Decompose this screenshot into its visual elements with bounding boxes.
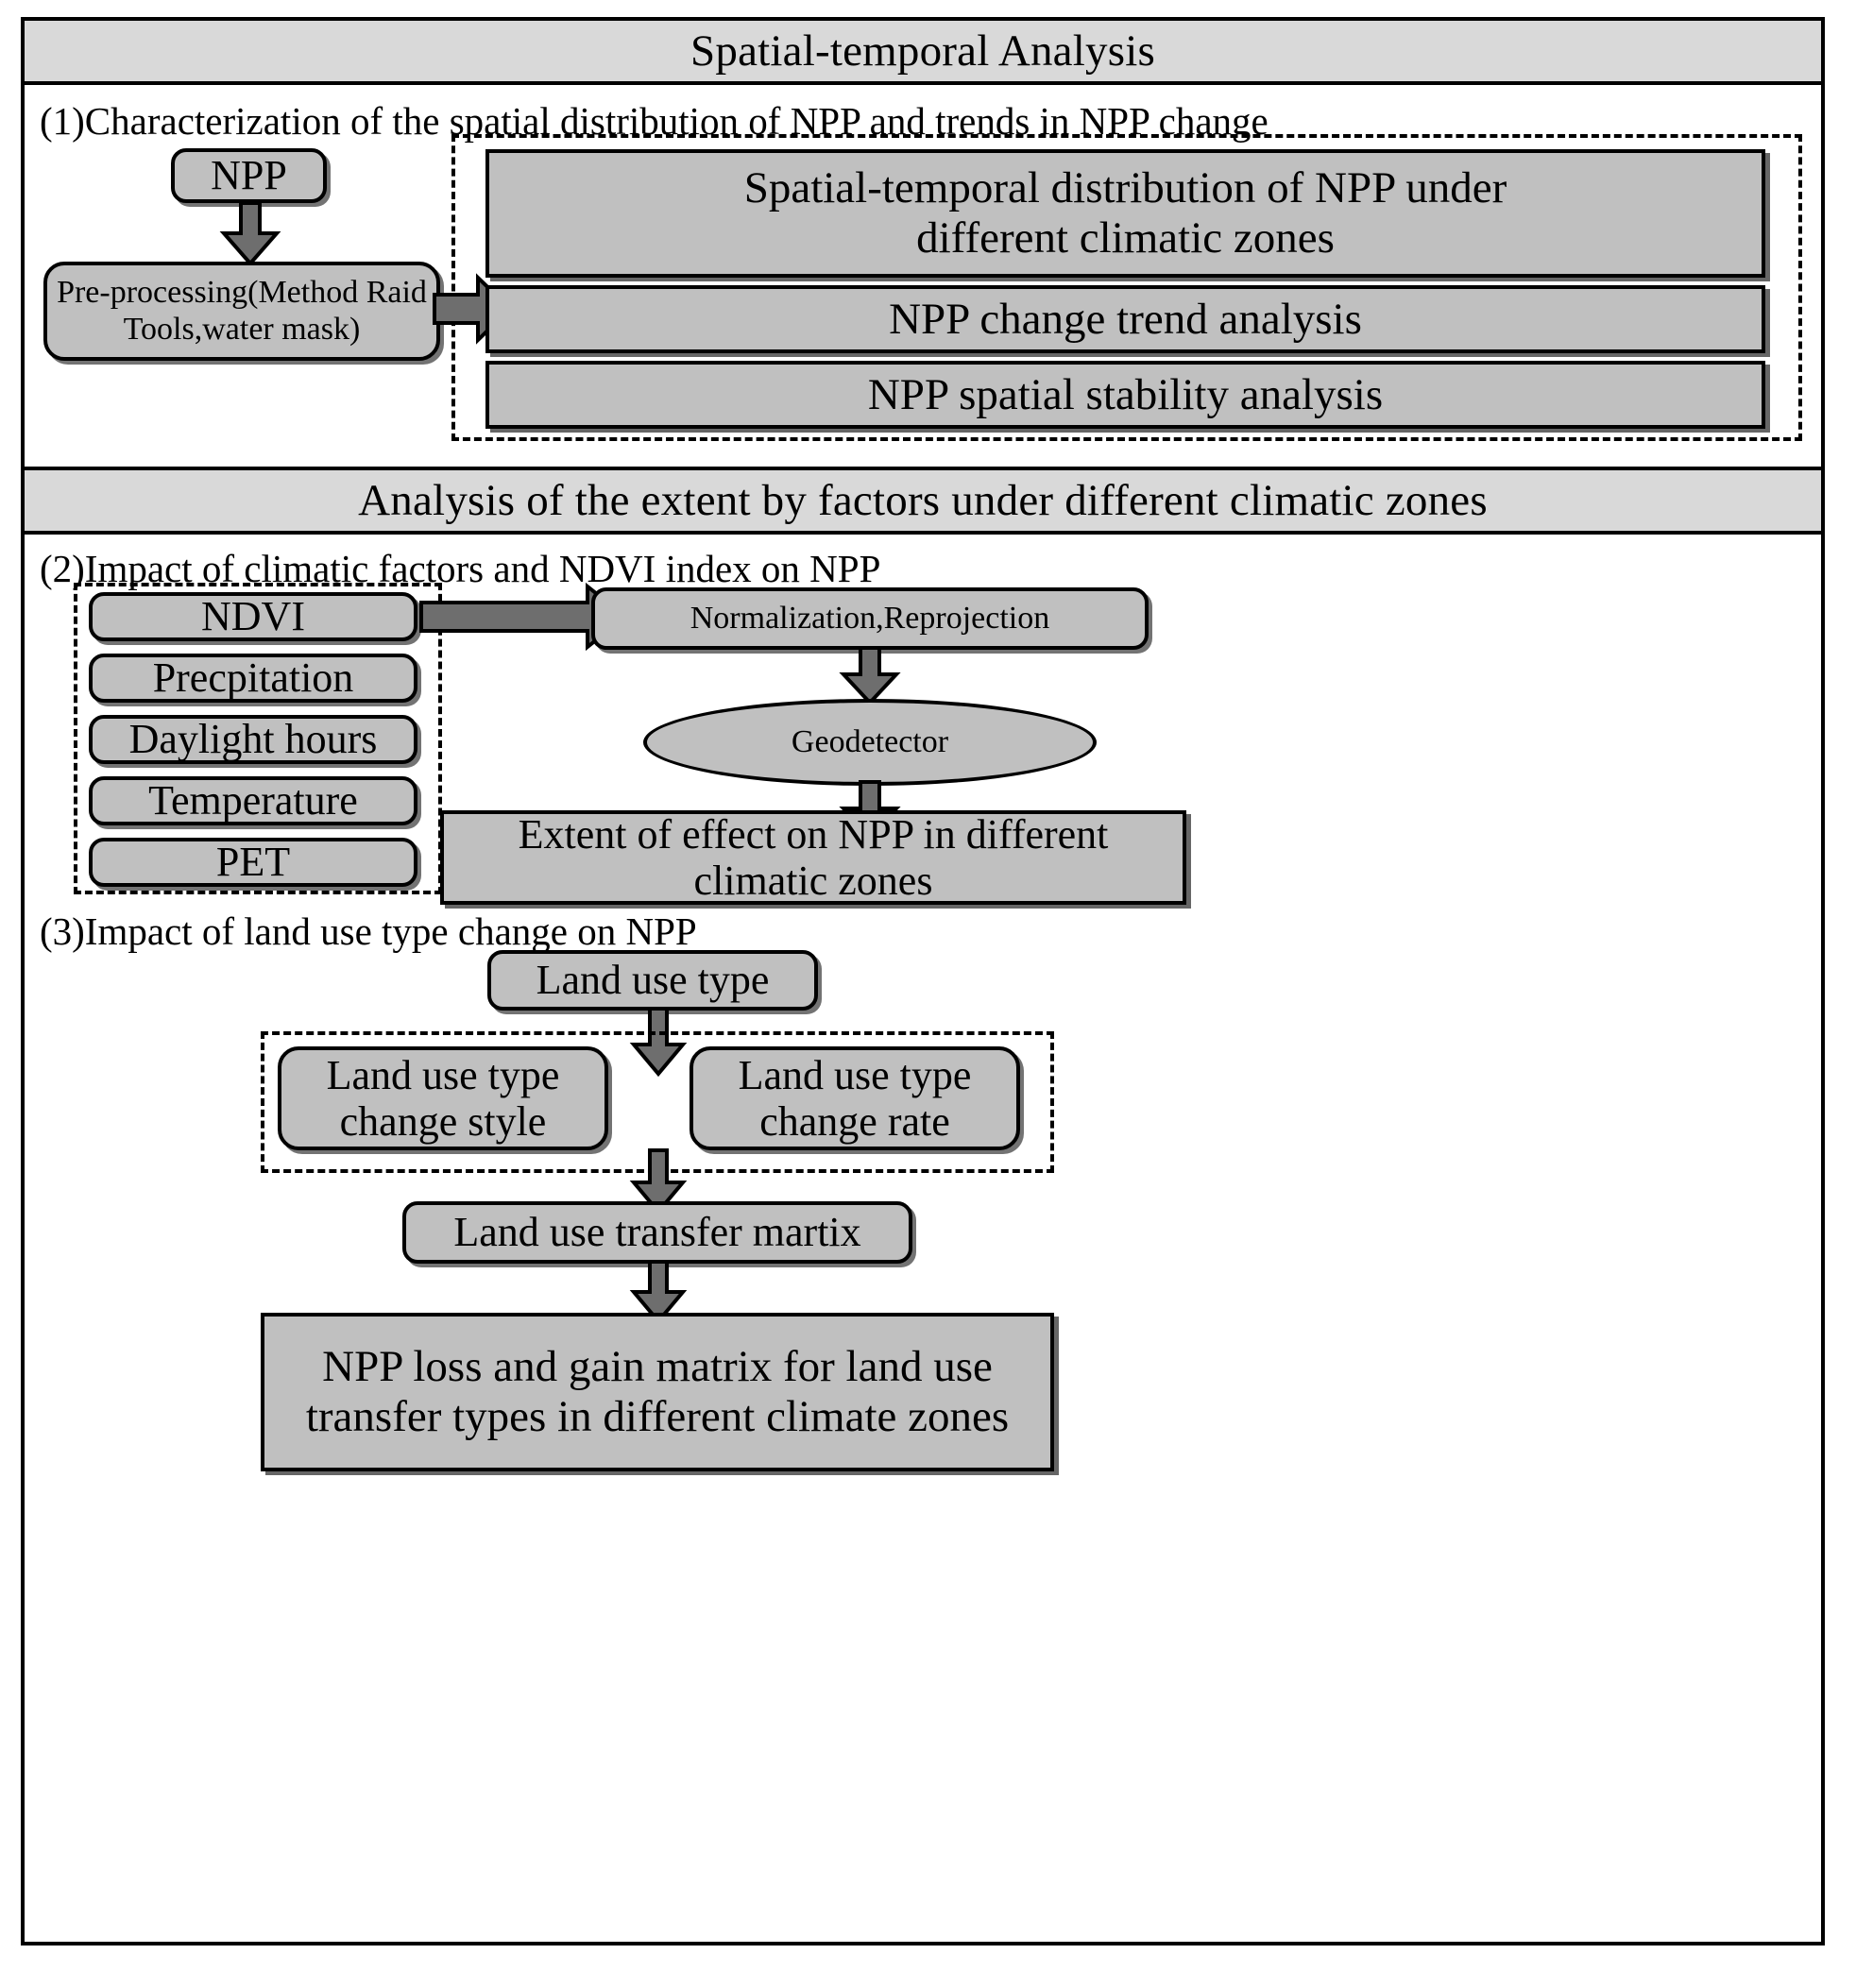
node-land-use-transfer-matrix[interactable]: Land use transfer martix: [402, 1201, 912, 1264]
arrow-transfer-matrix-to-result: [629, 1260, 690, 1325]
section2-band-title: Analysis of the extent by factors under …: [358, 476, 1488, 525]
section1-band: Spatial-temporal Analysis: [25, 17, 1821, 85]
arrow-npp-to-preprocessing: [217, 201, 283, 267]
section2-band: Analysis of the extent by factors under …: [25, 467, 1821, 535]
node-npp-change-trend[interactable]: NPP change trend analysis: [485, 285, 1765, 353]
node-npp[interactable]: NPP: [171, 148, 327, 203]
section1-outputs-group: [451, 134, 1802, 441]
node-preprocessing[interactable]: Pre-processing(Method Raid Tools,water m…: [43, 262, 440, 361]
arrow-group-to-transfer-matrix: [629, 1148, 690, 1215]
section3-caption: (3)Impact of land use type change on NPP: [40, 909, 697, 953]
node-land-use-change-rate[interactable]: Land use type change rate: [690, 1046, 1020, 1150]
node-geodetector[interactable]: Geodetector: [643, 699, 1097, 786]
node-factor-ndvi[interactable]: NDVI: [89, 592, 417, 641]
node-factor-precipitation[interactable]: Precpitation: [89, 654, 417, 703]
node-land-use-type[interactable]: Land use type: [487, 950, 818, 1011]
node-npp-spatial-stability[interactable]: NPP spatial stability analysis: [485, 361, 1765, 429]
arrow-normalization-to-geodetector: [837, 646, 903, 706]
section2-factors-group: [74, 583, 442, 894]
node-normalization-reprojection[interactable]: Normalization,Reprojection: [591, 587, 1149, 650]
node-factor-temperature[interactable]: Temperature: [89, 776, 417, 825]
node-extent-of-effect[interactable]: Extent of effect on NPP in different cli…: [440, 810, 1186, 905]
node-npp-loss-gain-matrix[interactable]: NPP loss and gain matrix for land use tr…: [261, 1313, 1054, 1471]
node-factor-daylight-hours[interactable]: Daylight hours: [89, 715, 417, 764]
section1-band-title: Spatial-temporal Analysis: [690, 26, 1155, 76]
arrow-land-use-to-group: [629, 1007, 690, 1078]
node-land-use-change-style[interactable]: Land use type change style: [278, 1046, 608, 1150]
node-factor-pet[interactable]: PET: [89, 838, 417, 887]
node-spatial-temporal-distribution[interactable]: Spatial-temporal distribution of NPP und…: [485, 149, 1765, 278]
diagram-frame: Spatial-temporal Analysis (1)Characteriz…: [21, 17, 1825, 1946]
